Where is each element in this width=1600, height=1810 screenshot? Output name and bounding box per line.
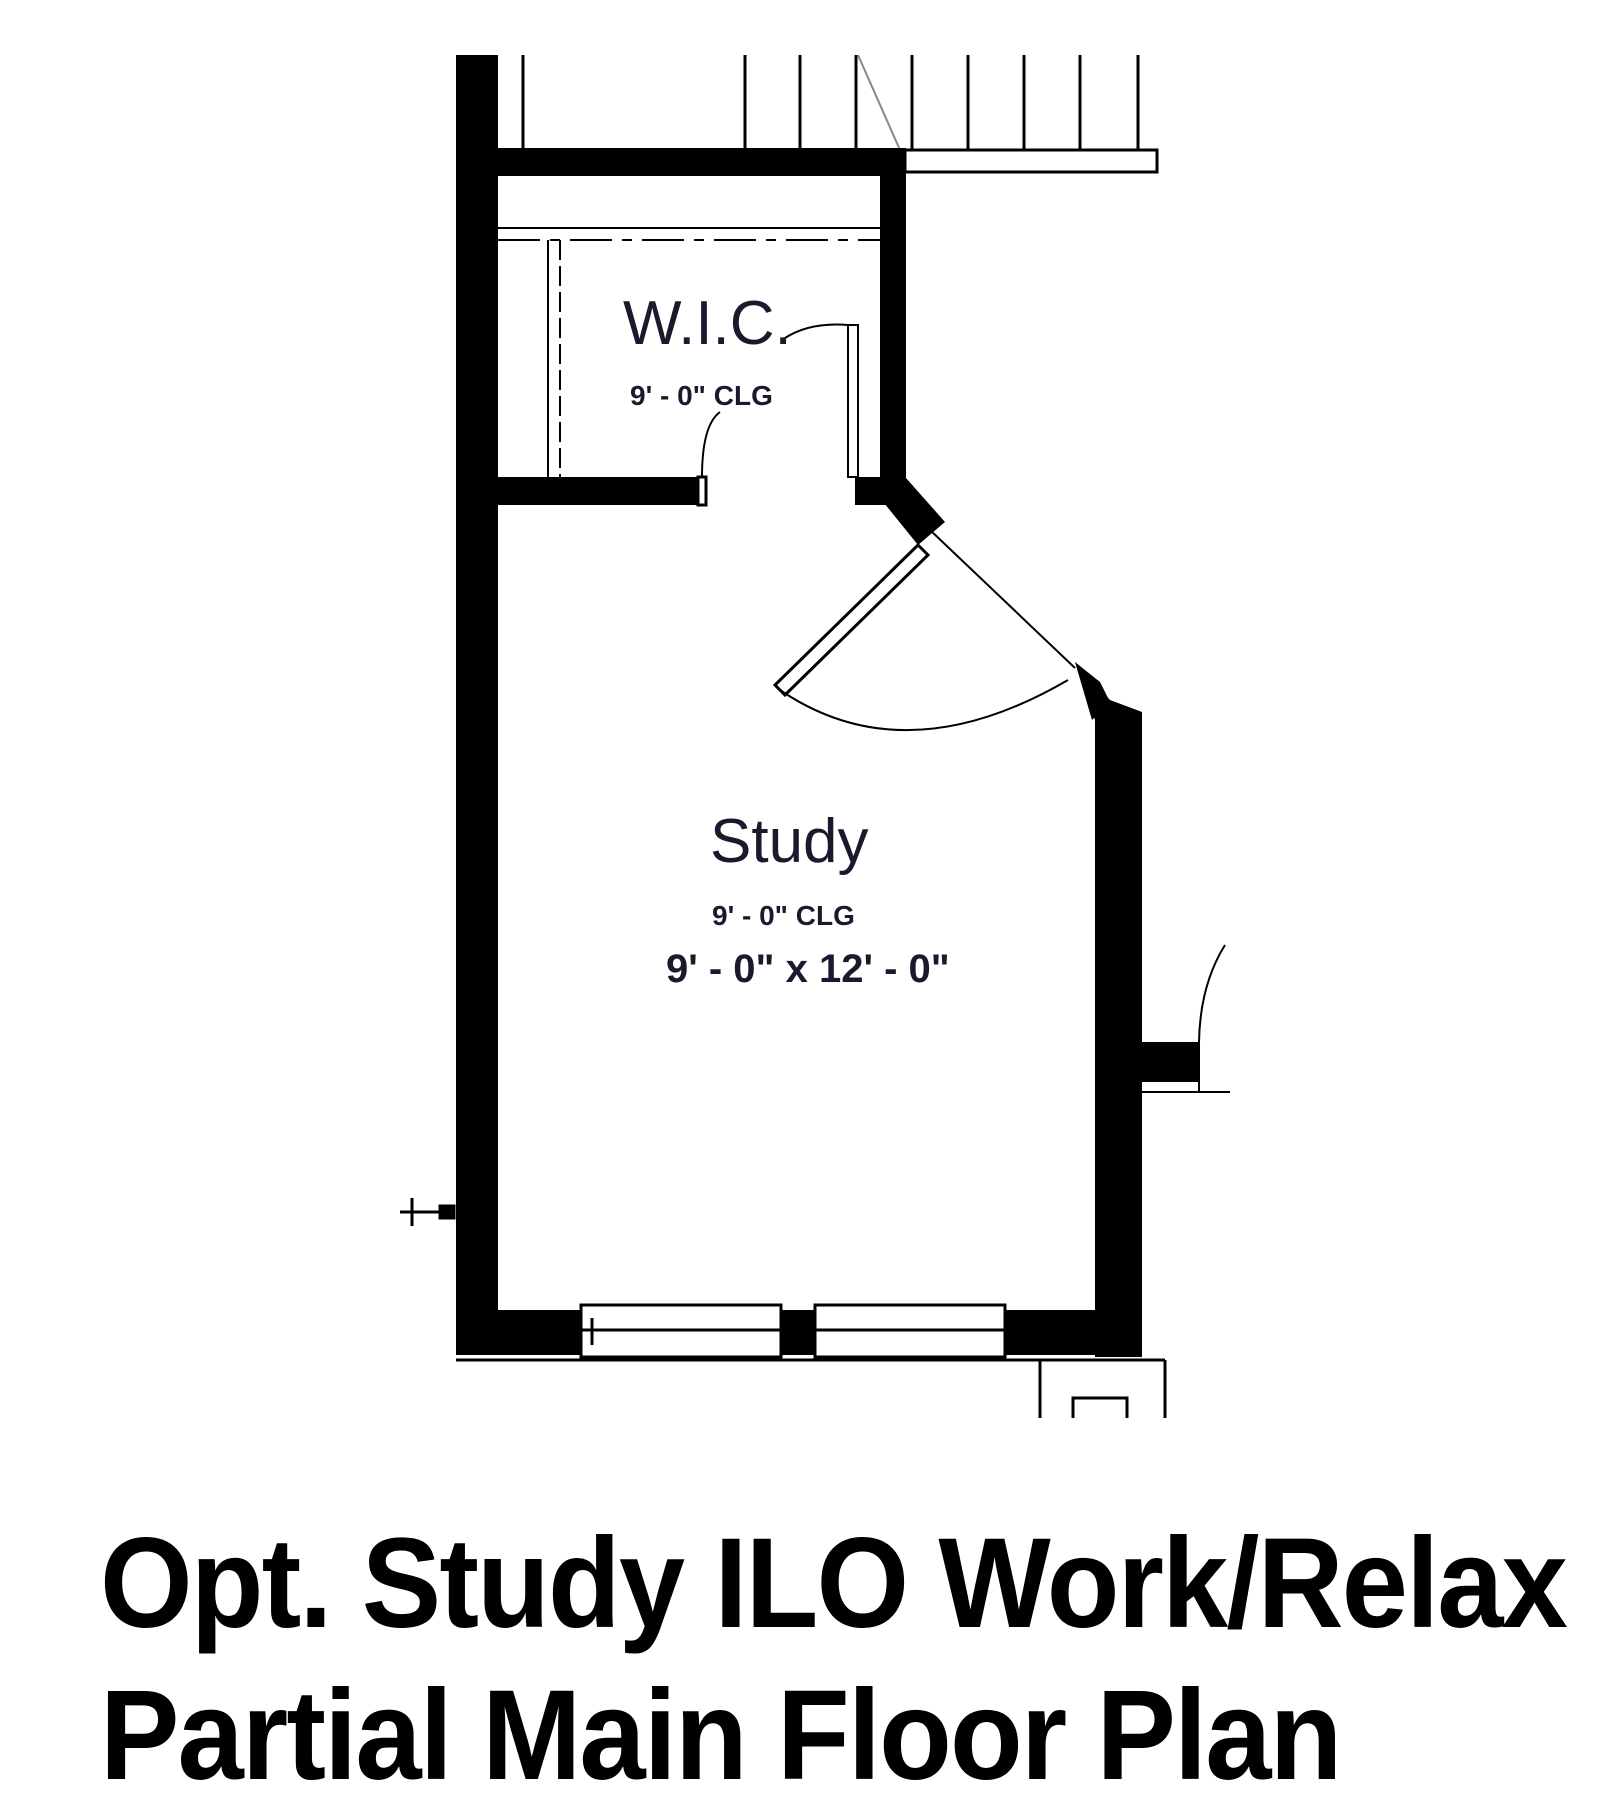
exterior-walls [456, 55, 1199, 1357]
study-dimensions: 9' - 0" x 12' - 0" [666, 947, 950, 991]
plan-subtitle: Partial Main Floor Plan [100, 1664, 1342, 1807]
wic-name: W.I.C. [623, 289, 792, 358]
study-ceiling: 9' - 0" CLG [712, 900, 855, 931]
stair-railing [521, 54, 1159, 174]
study-name: Study [710, 807, 869, 876]
exterior-door [1142, 944, 1230, 1093]
plan-title: Opt. Study ILO Work/Relax [100, 1512, 1568, 1655]
closet-door [696, 323, 859, 507]
wic-ceiling: 9' - 0" CLG [630, 380, 773, 411]
outlet-symbol [400, 1198, 456, 1226]
window-openings [456, 1303, 1167, 1418]
study-door [772, 529, 1076, 731]
closet-shelf [498, 227, 880, 477]
